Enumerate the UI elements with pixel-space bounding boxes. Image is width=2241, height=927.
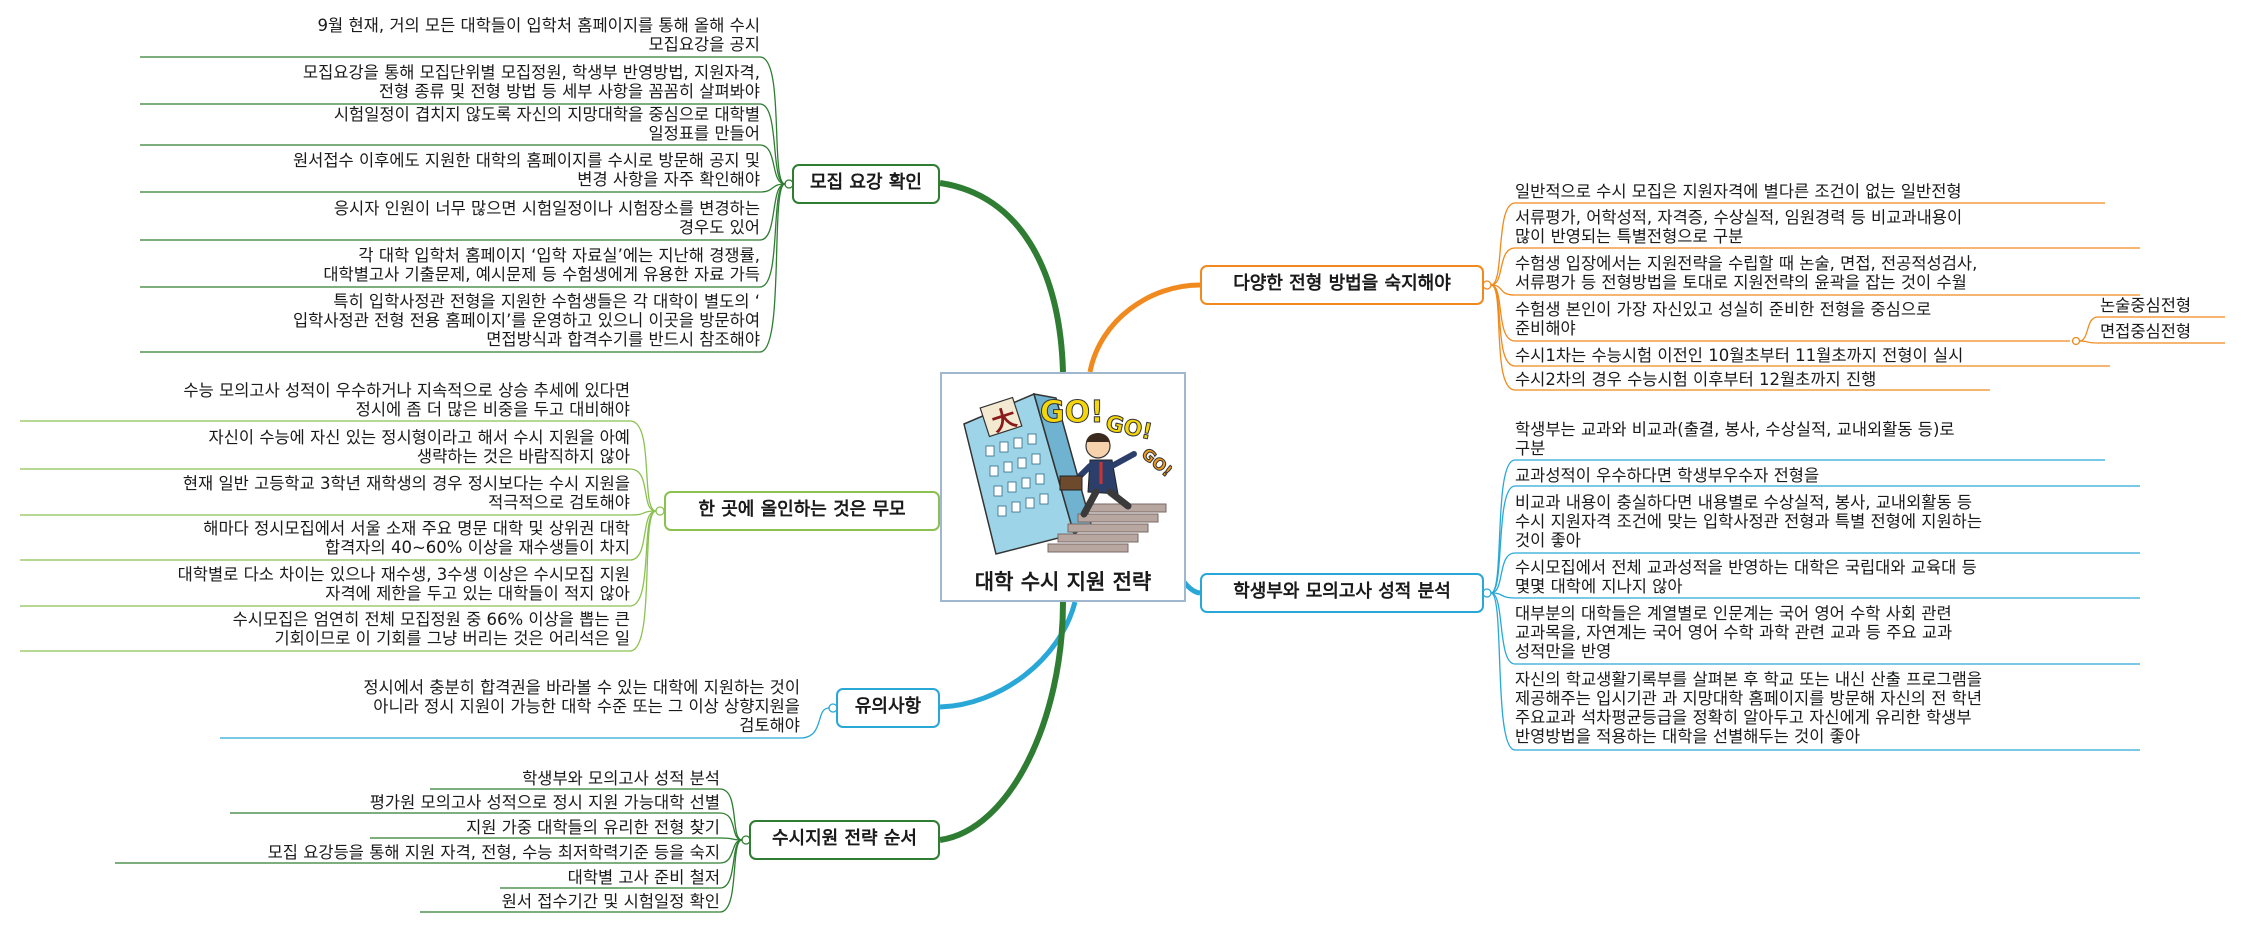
- leaf-order-5: 대학별 고사 준비 철저: [567, 868, 720, 887]
- leaf-order-1: 학생부와 모의고사 성적 분석: [522, 769, 720, 788]
- school-building-icon: 大: [963, 392, 1092, 555]
- central-topic[interactable]: 大 GO! GO! GO! 대학 수시 지원 전략: [940, 372, 1186, 602]
- branch-allin[interactable]: 한 곳에 올인하는 것은 무모: [664, 491, 940, 531]
- leaf-methods-2: 서류평가, 어학성적, 자격증, 수상실적, 임원경력 등 비교과내용이 많이 …: [1515, 208, 1963, 246]
- leaf-allin-1: 수능 모의고사 성적이 우수하거나 지속적으로 상승 추세에 있다면 정시에 좀…: [183, 381, 630, 419]
- central-topic-title: 대학 수시 지원 전략: [974, 570, 1152, 594]
- leaf-recruit-2: 모집요강을 통해 모집단위별 모집정원, 학생부 반영방법, 지원자격, 전형 …: [302, 63, 760, 101]
- branch-line-methods: [1087, 282, 1201, 373]
- leaf-recruit-7: 특히 입학사정관 전형을 지원한 수험생들은 각 대학이 별도의 ‘ 입학사정관…: [293, 292, 760, 349]
- school-go-illustration: 大 GO! GO! GO!: [963, 392, 1172, 555]
- leaf-caution-1: 정시에서 충분히 합격권을 바라볼 수 있는 대학에 지원하는 것이 아니라 정…: [363, 678, 800, 735]
- branch-analysis[interactable]: 학생부와 모의고사 성적 분석: [1200, 573, 1484, 613]
- leaf-methods-6: 수시2차의 경우 수능시험 이후부터 12월초까지 진행: [1515, 370, 1877, 389]
- leaf-recruit-1: 9월 현재, 거의 모든 대학들이 입학처 홈페이지를 통해 올해 수시 모집요…: [317, 16, 760, 54]
- leaf-methods-sub-2: 면접중심전형: [2100, 322, 2192, 341]
- svg-text:GO!: GO!: [1040, 395, 1104, 430]
- leaf-analysis-6: 자신의 학교생활기록부를 살펴본 후 학교 또는 내신 산출 프로그램을 제공해…: [1515, 670, 1982, 746]
- leaf-order-3: 지원 가중 대학들의 유리한 전형 찾기: [466, 818, 720, 837]
- branch-line-recruit: [939, 180, 1066, 373]
- branch-line-caution: [939, 601, 1078, 710]
- branch-caution[interactable]: 유의사항: [836, 688, 940, 728]
- branch-recruit[interactable]: 모집 요강 확인: [792, 164, 940, 204]
- svg-text:GO!: GO!: [1138, 444, 1172, 480]
- leaf-analysis-4: 수시모집에서 전체 교과성적을 반영하는 대학은 국립대와 교육대 등 몇몇 대…: [1515, 558, 1977, 596]
- leaf-analysis-5: 대부분의 대학들은 계열별로 인문계는 국어 영어 수학 사회 관련 교과목을,…: [1515, 604, 1953, 661]
- leaf-allin-5: 대학별로 다소 차이는 있으나 재수생, 3수생 이상은 수시모집 지원 자격에…: [177, 565, 630, 603]
- branch-methods[interactable]: 다양한 전형 방법을 숙지해야: [1200, 265, 1484, 305]
- leaf-order-2: 평가원 모의고사 성적으로 정시 지원 가능대학 선별: [369, 793, 720, 812]
- student-running-icon: [1059, 433, 1137, 518]
- leaf-methods-1: 일반적으로 수시 모집은 지원자격에 별다른 조건이 없는 일반전형: [1515, 182, 1962, 201]
- leaf-recruit-3: 시험일정이 겹치지 않도록 자신의 지망대학을 중심으로 대학별 일정표를 만들…: [333, 105, 760, 143]
- branch-line-order: [939, 601, 1066, 843]
- leaf-allin-6: 수시모집은 엄연히 전체 모집정원 중 66% 이상을 뽑는 큰 기회이므로 이…: [232, 610, 630, 648]
- leaf-analysis-2: 교과성적이 우수하다면 학생부우수자 전형을: [1515, 466, 1820, 485]
- leaf-order-4: 모집 요강등을 통해 지원 자격, 전형, 수능 최저학력기준 등을 숙지: [267, 843, 720, 862]
- leaf-order-6: 원서 접수기간 및 시험일정 확인: [501, 892, 720, 911]
- leaf-allin-2: 자신이 수능에 자신 있는 정시형이라고 해서 수시 지원을 아예 생략하는 것…: [208, 428, 630, 466]
- leaf-recruit-4: 원서접수 이후에도 지원한 대학의 홈페이지를 수시로 방문해 공지 및 변경 …: [293, 151, 760, 189]
- svg-text:GO!: GO!: [1103, 411, 1154, 445]
- leaf-recruit-6: 각 대학 입학처 홈페이지 ‘입학 자료실’에는 지난해 경쟁률, 대학별고사 …: [323, 246, 760, 284]
- leaf-analysis-1: 학생부는 교과와 비교과(출결, 봉사, 수상실적, 교내외활동 등)로 구분: [1515, 420, 1955, 458]
- leaf-analysis-3: 비교과 내용이 충실하다면 내용별로 수상실적, 봉사, 교내외활동 등 수시 …: [1515, 493, 1982, 550]
- branch-order[interactable]: 수시지원 전략 순서: [749, 820, 940, 860]
- leaf-recruit-5: 응시자 인원이 너무 많으면 시험일정이나 시험장소를 변경하는 경우도 있어: [333, 199, 760, 237]
- leaf-methods-4: 수험생 본인이 가장 자신있고 성실히 준비한 전형을 중심으로 준비해야: [1515, 300, 1932, 338]
- leaf-methods-sub-1: 논술중심전형: [2100, 296, 2192, 315]
- leaf-allin-4: 해마다 정시모집에서 서울 소재 주요 명문 대학 및 상위권 대학 합격자의 …: [203, 519, 630, 557]
- leaf-methods-3: 수험생 입장에서는 지원전략을 수립할 때 논술, 면접, 전공적성검사, 서류…: [1515, 254, 1978, 292]
- leaf-methods-5: 수시1차는 수능시험 이전인 10월초부터 11월초까지 전형이 실시: [1515, 346, 1964, 365]
- leaf-allin-3: 현재 일반 고등학교 3학년 재학생의 경우 정시보다는 수시 지원을 적극적으…: [182, 474, 630, 512]
